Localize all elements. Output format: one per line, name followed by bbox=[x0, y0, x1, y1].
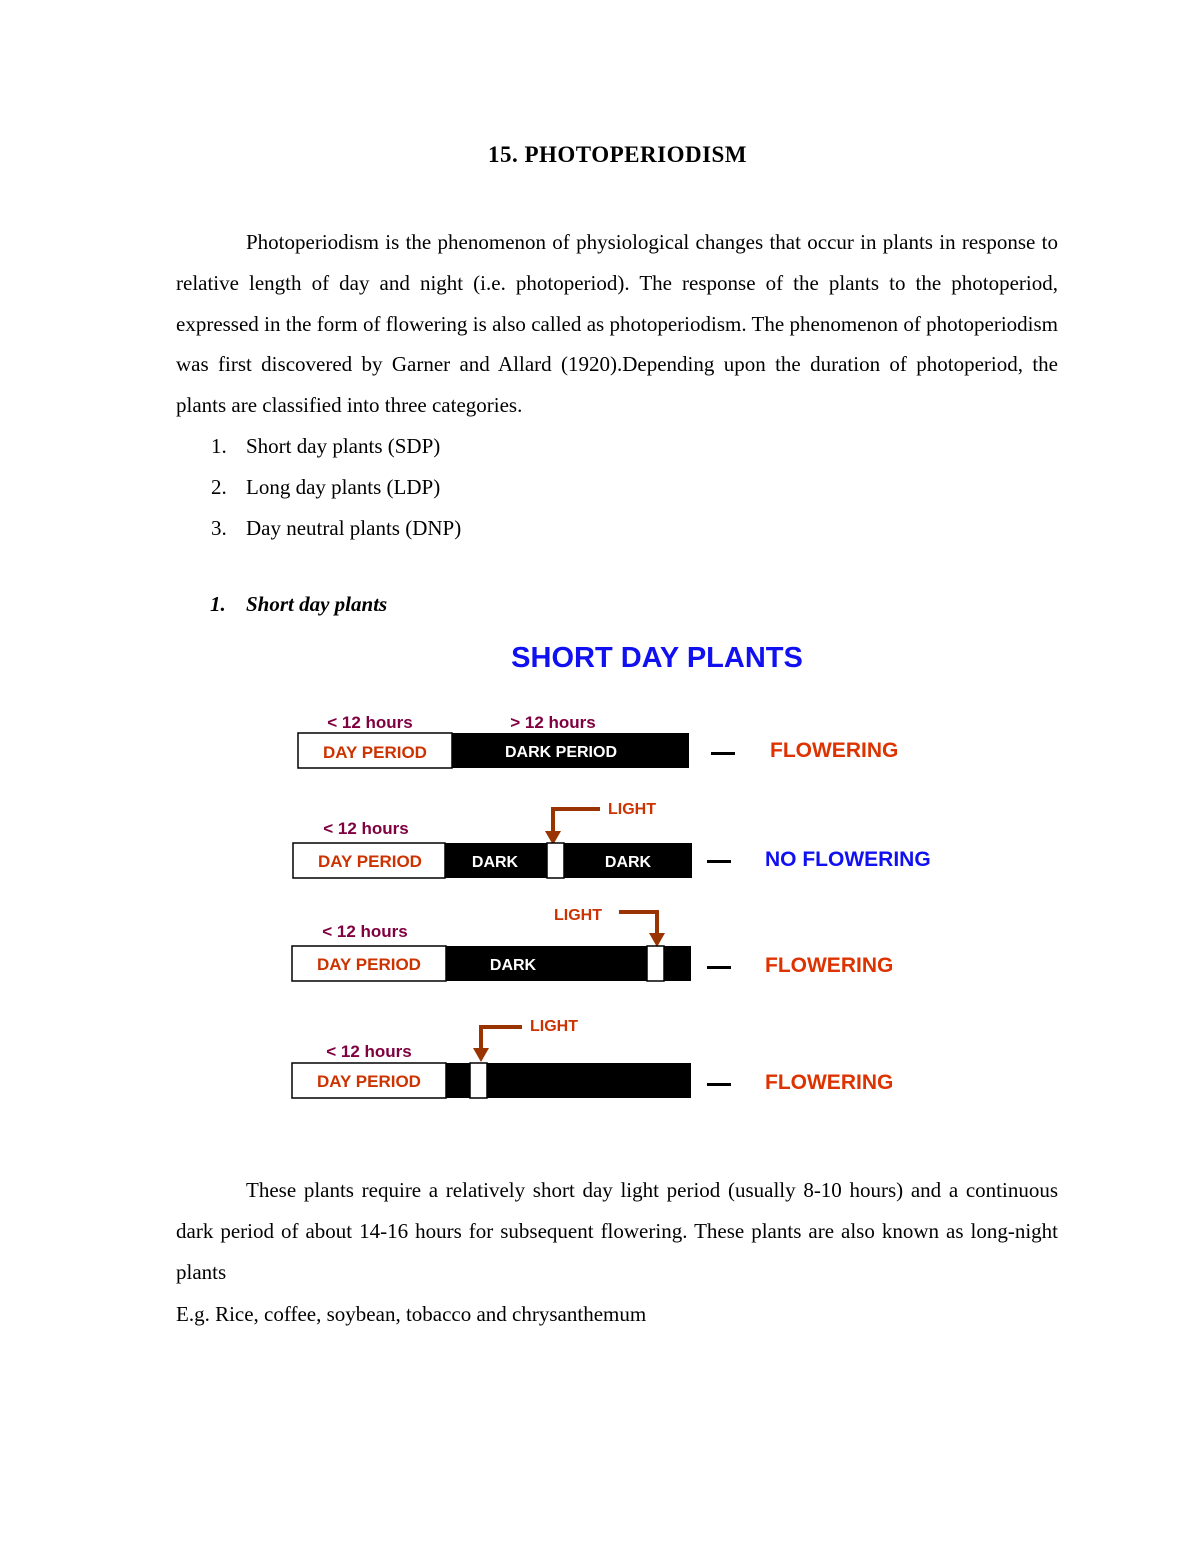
dash-mark bbox=[707, 1083, 731, 1086]
hours-day-label: < 12 hours bbox=[327, 713, 413, 732]
dark-box bbox=[564, 843, 692, 878]
description-paragraph: These plants require a relatively short … bbox=[176, 1170, 1058, 1292]
diagram-title: SHORT DAY PLANTS bbox=[511, 642, 803, 674]
hours-day-label: < 12 hours bbox=[323, 819, 409, 838]
category-list: 1.Short day plants (SDP) 2.Long day plan… bbox=[176, 426, 461, 548]
list-item: 3.Day neutral plants (DNP) bbox=[211, 515, 462, 540]
dash-mark bbox=[711, 752, 735, 755]
light-label: LIGHT bbox=[608, 801, 656, 818]
dark-box bbox=[487, 1063, 691, 1098]
intro-text: Photoperiodism is the phenomenon of phys… bbox=[176, 230, 1058, 418]
dash-mark bbox=[707, 966, 731, 969]
list-item: 2.Long day plants (LDP) bbox=[211, 474, 441, 499]
day-period-box bbox=[297, 732, 453, 769]
day-period-box bbox=[292, 842, 446, 879]
page-title: 15. PHOTOPERIODISM bbox=[487, 142, 748, 167]
light-break bbox=[469, 1062, 488, 1099]
light-break bbox=[646, 945, 665, 982]
examples-line: E.g. Rice, coffee, soybean, tobacco and … bbox=[176, 1302, 647, 1326]
dark-box bbox=[446, 1063, 470, 1098]
light-arrow bbox=[479, 1025, 522, 1050]
light-label: LIGHT bbox=[554, 907, 602, 924]
day-period-box bbox=[291, 945, 447, 982]
intro-paragraph: Photoperiodism is the phenomenon of phys… bbox=[176, 222, 1058, 426]
dark-period-label: DARK PERIOD bbox=[505, 744, 617, 761]
hours-day-label: < 12 hours bbox=[326, 1042, 412, 1061]
light-break bbox=[546, 842, 565, 879]
dark-period-box bbox=[452, 733, 689, 768]
dash-mark bbox=[707, 860, 731, 863]
day-period-label: DAY PERIOD bbox=[323, 743, 427, 762]
arrow-head bbox=[649, 933, 665, 947]
result-label: NO FLOWERING bbox=[765, 848, 931, 871]
dark-box bbox=[446, 946, 647, 981]
list-item: 1.Short day plants (SDP) bbox=[211, 434, 441, 458]
light-arrow bbox=[619, 910, 659, 935]
description-text: These plants require a relatively short … bbox=[176, 1178, 1058, 1284]
day-period-label: DAY PERIOD bbox=[317, 1072, 421, 1091]
result-label: FLOWERING bbox=[765, 1071, 893, 1094]
dark-label: DARK bbox=[472, 854, 519, 871]
day-period-box bbox=[291, 1062, 447, 1099]
section-heading: 1.Short day plants bbox=[210, 592, 388, 616]
result-label: FLOWERING bbox=[765, 954, 893, 977]
dark-box bbox=[445, 843, 547, 878]
light-arrow bbox=[551, 807, 600, 833]
dark-box bbox=[664, 946, 691, 981]
dark-label: DARK bbox=[490, 957, 537, 974]
light-label: LIGHT bbox=[530, 1018, 578, 1035]
day-period-label: DAY PERIOD bbox=[317, 955, 421, 974]
dark-label: DARK bbox=[605, 854, 652, 871]
arrow-head bbox=[473, 1048, 489, 1062]
arrow-head bbox=[545, 831, 561, 845]
hours-dark-label: > 12 hours bbox=[510, 713, 596, 732]
day-period-label: DAY PERIOD bbox=[318, 852, 422, 871]
result-label: FLOWERING bbox=[770, 739, 898, 762]
hours-day-label: < 12 hours bbox=[322, 922, 408, 941]
